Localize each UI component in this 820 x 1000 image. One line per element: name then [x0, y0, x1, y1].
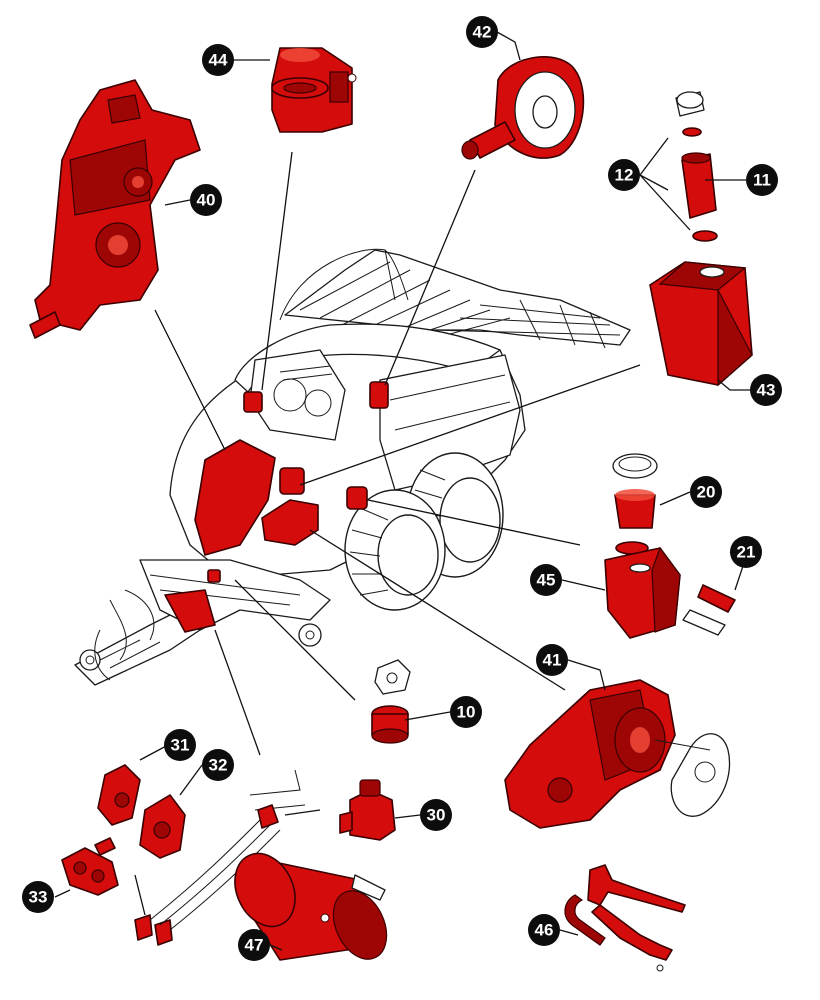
callout-31-label: 31	[171, 736, 190, 755]
callout-21-label: 21	[737, 543, 756, 562]
callout-11-label: 11	[753, 171, 771, 190]
callout-21: 21	[730, 536, 762, 568]
part-43-reservoir-assembly	[649, 91, 753, 387]
callout-33: 33	[22, 881, 54, 913]
callout-44: 44	[202, 44, 234, 76]
part-10-coupling	[371, 659, 411, 744]
part-41-main-gearbox	[504, 679, 731, 829]
callout-43-label: 43	[757, 381, 776, 400]
callout-46: 46	[528, 914, 560, 946]
hose-connectors	[134, 819, 281, 946]
callout-10: 10	[450, 696, 482, 728]
callout-47: 47	[238, 929, 270, 961]
part-42-pump	[461, 56, 585, 160]
part-40-gearbox	[29, 79, 201, 339]
callout-12: 12	[608, 159, 640, 191]
part-32-valve	[139, 794, 186, 859]
part-44-solenoid-valve	[271, 47, 357, 133]
leader-lines	[54, 31, 750, 951]
part-47-air-tank	[234, 769, 388, 961]
callout-46-label: 46	[535, 921, 554, 940]
callout-20: 20	[690, 476, 722, 508]
callout-20-label: 20	[697, 483, 716, 502]
part-33-connector	[61, 837, 119, 896]
part-30-solenoid	[339, 779, 396, 841]
callout-11: 11	[746, 164, 778, 196]
callout-43: 43	[750, 374, 782, 406]
part-45-tank-assembly	[604, 453, 736, 639]
callout-42: 42	[466, 16, 498, 48]
part-31-valve	[97, 764, 141, 826]
callout-45-label: 45	[537, 571, 556, 590]
callout-40-label: 40	[197, 191, 216, 210]
callout-41-label: 41	[543, 651, 562, 670]
callout-30: 30	[420, 799, 452, 831]
baler-machine	[74, 248, 631, 686]
callout-12-label: 12	[615, 166, 634, 185]
callout-42-label: 42	[473, 23, 492, 42]
callout-40: 40	[190, 184, 222, 216]
callout-47-label: 47	[245, 936, 264, 955]
callout-44-label: 44	[209, 51, 228, 70]
callout-33-label: 33	[29, 888, 48, 907]
callout-10-label: 10	[457, 703, 476, 722]
callout-32-label: 32	[209, 756, 228, 775]
callout-30-label: 30	[427, 806, 446, 825]
callout-31: 31	[164, 729, 196, 761]
tandem-tires	[344, 452, 504, 611]
callout-32: 32	[202, 749, 234, 781]
part-46-grease-gun	[564, 864, 686, 972]
callout-41: 41	[536, 644, 568, 676]
callout-45: 45	[530, 564, 562, 596]
